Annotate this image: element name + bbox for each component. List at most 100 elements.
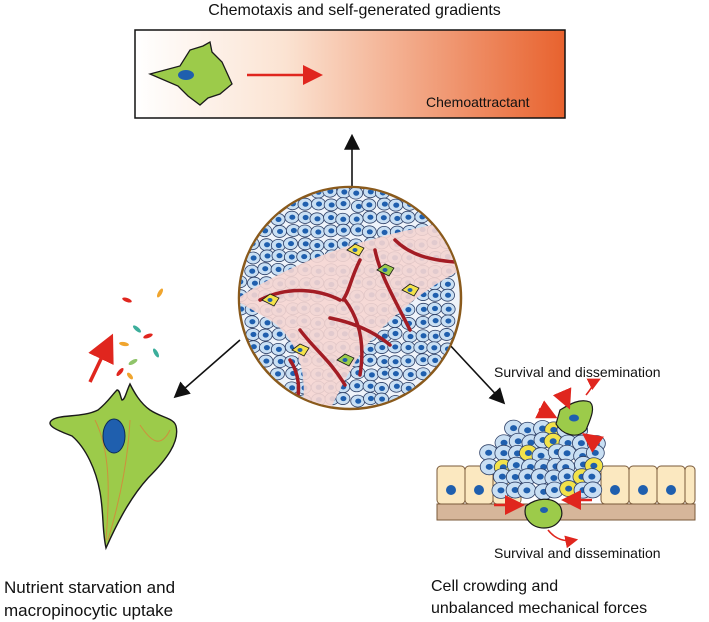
tumor-cell [402,368,418,381]
tumor-cell [350,394,366,408]
tumor-cell [376,366,392,380]
tumor-cell [335,197,351,211]
crowded-cluster [479,419,606,501]
gradient-label: Chemoattractant [426,94,530,110]
crowding-caption-line1: Cell crowding and [431,578,559,595]
tumor-cell [270,342,286,356]
tumor-cell [270,238,286,252]
vessel-network [258,238,457,407]
starvation-caption-line1: Nutrient starvation and [4,578,176,597]
tumor-cell [283,237,298,250]
epithelial-cell [464,465,494,505]
tumor-cell [427,314,443,328]
tumor-cell [389,212,405,225]
starvation-caption-line2: macropinocytic uptake [4,601,174,620]
tumor-cell [440,302,456,316]
arrow-to-starvation [173,339,241,399]
tumor-cell [374,382,389,395]
tumor-cell [311,197,326,211]
tumor-cell [270,367,285,381]
tumor-cell [362,379,378,393]
tumor-cell [402,330,418,343]
tumor-cell [427,288,443,302]
epithelial-cell [656,465,686,505]
tumor-cell [323,211,338,224]
uptake-arrow [88,333,114,383]
tumor-cell [439,328,454,341]
epithelial-cell [600,465,630,505]
crowding-caption: Cell crowding and unbalanced mechanical … [431,576,709,620]
tumor-cell [363,368,379,382]
tumor-cell [376,197,392,211]
nucleus [102,418,126,454]
tumor-cell [349,379,365,393]
tumor-cell [284,210,300,224]
crowded-cell [517,482,537,499]
epithelium [436,465,696,521]
crowded-cell [479,458,499,476]
tumor-cell [285,224,301,237]
tumor-cell [440,314,456,328]
stromal-cell [401,283,420,297]
macropinocytic-cell [49,382,178,551]
nutrient-particles [116,288,164,380]
tumor-cell [388,198,404,212]
tumor-cell [350,366,366,380]
tumor-cell [283,250,299,264]
tumor-cell [323,238,339,252]
epithelial-cell [628,465,658,505]
tumor-cell [323,224,339,238]
tumor-cell [245,328,261,341]
stromal-cell [261,293,280,307]
tumor-cell [375,211,391,225]
tumor-cell [427,302,442,315]
stromal-cell [346,243,365,257]
crowded-cell [530,468,550,486]
tumor-cell [335,223,351,237]
tumor-cell [361,198,377,212]
tumor-cell [362,353,378,367]
tumor-cell [440,288,455,302]
tumor-cell [400,341,416,354]
crowded-cell [491,481,511,499]
tumor-cell [415,315,431,329]
tumor-cell [388,379,404,393]
tumor-cell [271,327,287,341]
tumor-cell [361,225,377,239]
epithelial-cell [684,465,696,505]
tumor-cell [244,315,260,329]
tumor-cell [440,277,455,291]
tumor-cell [387,327,403,340]
tumor-cell [309,239,325,252]
extruding-cell-bottom [524,498,563,529]
tumor-cell [297,197,313,211]
crowded-cell [582,468,602,486]
tumor-cell [270,213,286,226]
tumor-cell [388,367,403,381]
stromal-cell [376,263,395,277]
crowding-caption-line2: unbalanced mechanical forces [431,600,648,617]
tumor-cell [400,210,416,224]
tumor-cell [257,262,273,276]
tumor-cell [257,328,273,342]
tumor-spheroid [237,185,463,411]
tumor-cell [244,264,260,278]
tumor-cell [335,392,351,405]
tumor-cell [310,225,326,239]
tumor-cell [350,223,366,237]
top-panel-title: Chemotaxis and self-generated gradients [208,2,501,19]
arrow-to-crowding [447,342,506,405]
survival-label-bottom: Survival and dissemination [494,545,661,561]
tumor-cell [271,249,287,263]
tumor-cell [259,249,275,263]
tumor-cell [272,225,287,238]
survival-label-top: Survival and dissemination [494,364,661,380]
tumor-cell [348,212,364,226]
stroma-band [240,215,460,408]
tumor-cell [426,341,442,355]
tumor-cell [413,341,429,354]
starvation-caption: Nutrient starvation and macropinocytic u… [4,576,264,622]
epithelial-cell [436,465,466,505]
tumor-cell [387,355,403,369]
tumor-cell [335,212,351,226]
